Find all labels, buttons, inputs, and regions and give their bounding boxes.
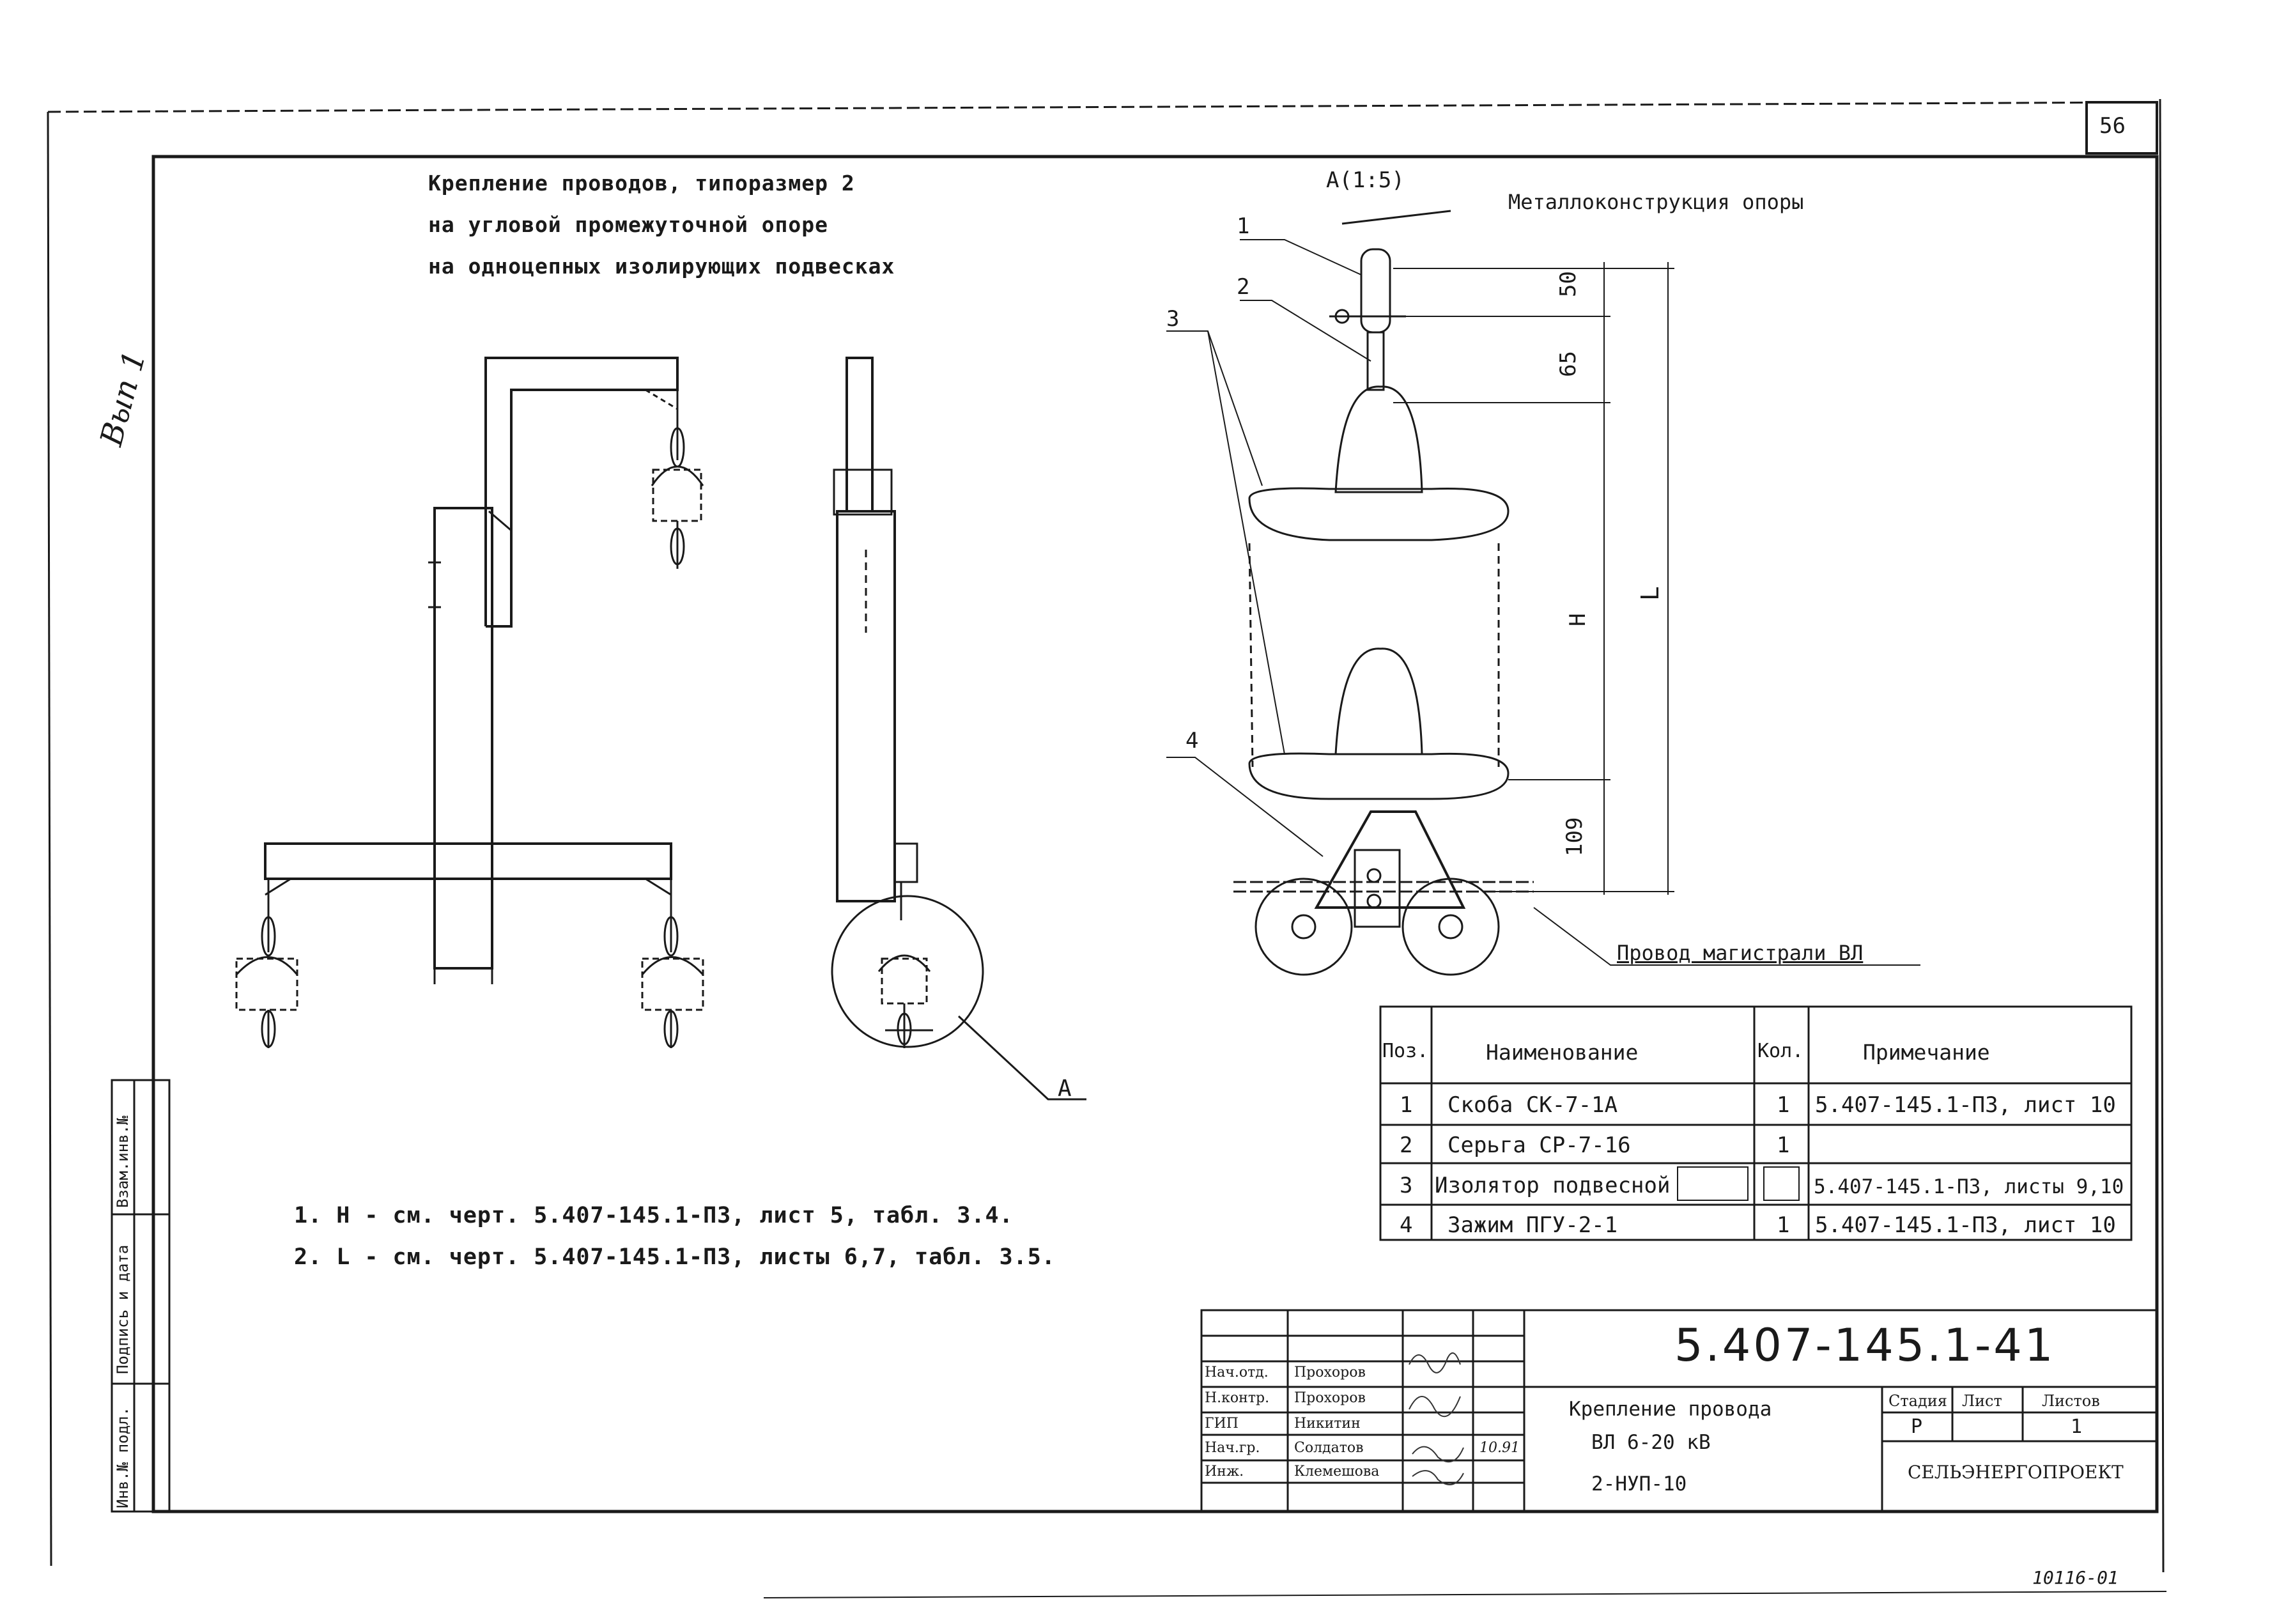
spec-header-name: Наименование (1486, 1040, 1639, 1065)
title-line-3: на одноцепных изолирующих подвесках (428, 254, 895, 279)
spec-header-pos: Поз. (1382, 1040, 1429, 1062)
spec-note: 5.407-145.1-ПЗ, лист 10 (1815, 1092, 2116, 1118)
spec-name: Зажим ПГУ-2-1 (1448, 1212, 1618, 1238)
pos-3-label: 3 (1166, 306, 1179, 332)
spec-pos: 1 (1400, 1092, 1413, 1118)
dim-L-label: L (1636, 586, 1664, 601)
role-name: Никитин (1294, 1416, 1361, 1432)
signatures (1409, 1352, 1464, 1485)
view-A-scale-label: А(1:5) (1326, 167, 1405, 193)
spec-name: Изолятор подвесной (1435, 1173, 1671, 1198)
role-label: Нач.гр. (1205, 1440, 1260, 1456)
dim-H-label: Н (1565, 614, 1591, 626)
title-line-1: Крепление проводов, типоразмер 2 (428, 171, 855, 196)
role-label: ГИП (1205, 1416, 1239, 1432)
side-stamp-signature-date: Подпись и дата (114, 1244, 132, 1374)
role-label: Н.контр. (1205, 1390, 1270, 1406)
description-line-3: 2-НУП-10 (1591, 1473, 1687, 1496)
sheet-header: Лист (1962, 1392, 2002, 1410)
description-line-1: Крепление провода (1569, 1398, 1772, 1421)
crossarm-side-view (831, 357, 1086, 1101)
metal-structure-label: Металлоконструкция опоры (1508, 190, 1804, 214)
spec-table-grid (1379, 1005, 2133, 1241)
sheet-number: 56 (2099, 113, 2126, 139)
spec-note: 5.407-145.1-ПЗ, листы 9,10 (1814, 1175, 2124, 1198)
side-stamp-original-inv: Инв.№ подл. (114, 1407, 132, 1508)
role-name: Солдатов (1294, 1440, 1364, 1456)
spec-name: Серьга СР-7-16 (1448, 1133, 1631, 1158)
side-stamp-grid (111, 1079, 171, 1513)
title-line-2: на угловой промежуточной опоре (428, 212, 829, 237)
document-number: 5.407-145.1-41 (1674, 1319, 2056, 1372)
spec-pos: 4 (1400, 1212, 1413, 1238)
spec-pos: 2 (1400, 1133, 1413, 1158)
pos-4-label: 4 (1185, 728, 1198, 754)
note-1: 1. Н - см. черт. 5.407-145.1-ПЗ, лист 5,… (294, 1203, 1014, 1228)
sheet-number-box (2085, 101, 2158, 155)
spec-header-qty: Кол. (1757, 1040, 1804, 1062)
role-name: Клемешова (1294, 1464, 1380, 1480)
bottom-code: 10116-01 (2032, 1567, 2119, 1588)
spec-pos: 3 (1400, 1173, 1413, 1198)
sheets-value: 1 (2071, 1416, 2083, 1438)
wire-label: Провод магистрали ВЛ (1617, 941, 1864, 965)
organization-name: СЕЛЬЭНЕРГОПРОЕКТ (1908, 1462, 2124, 1483)
dim-65-label: 65 (1556, 351, 1581, 377)
spec-qty: 1 (1777, 1092, 1790, 1118)
crossarm-front-view (264, 357, 679, 984)
description-line-2: ВЛ 6-20 кВ (1591, 1431, 1711, 1454)
spec-header-note: Примечание (1863, 1040, 1990, 1065)
spec-name: Скоба СК-7-1А (1448, 1092, 1618, 1118)
side-stamp-replacement: Взам.инв.№ (114, 1115, 132, 1209)
detail-circle-A (831, 895, 984, 1048)
dim-50-label: 50 (1556, 271, 1581, 297)
insulator-string-left (235, 879, 298, 1048)
inner-frame (151, 155, 2159, 1513)
spec-qty: 1 (1777, 1133, 1790, 1158)
insulator-string-right (641, 879, 704, 1048)
stage-value: Р (1911, 1416, 1923, 1438)
dimension-lines (1390, 262, 1674, 895)
role-name: Прохоров (1294, 1365, 1366, 1380)
pos-2-label: 2 (1237, 274, 1249, 300)
title-block-grid (1200, 1309, 2158, 1513)
role-name: Прохоров (1294, 1390, 1366, 1406)
role-label: Инж. (1205, 1464, 1244, 1480)
dim-109-label: 109 (1562, 817, 1587, 856)
spec-qty: 1 (1777, 1212, 1790, 1238)
insulator-string-top (651, 390, 704, 569)
pos-1-label: 1 (1237, 213, 1249, 239)
date-mark: 10.91 (1479, 1440, 1520, 1456)
spec-note: 5.407-145.1-ПЗ, лист 10 (1815, 1212, 2116, 1238)
callout-A-label: А (1058, 1076, 1072, 1102)
role-label: Нач.отд. (1205, 1365, 1269, 1380)
stage-header: Стадия (1888, 1392, 1947, 1410)
detail-A-insulator-assembly (1233, 210, 1534, 976)
sheets-header: Листов (2042, 1392, 2100, 1410)
note-2: 2. L - см. черт. 5.407-145.1-ПЗ, листы 6… (294, 1244, 1056, 1270)
